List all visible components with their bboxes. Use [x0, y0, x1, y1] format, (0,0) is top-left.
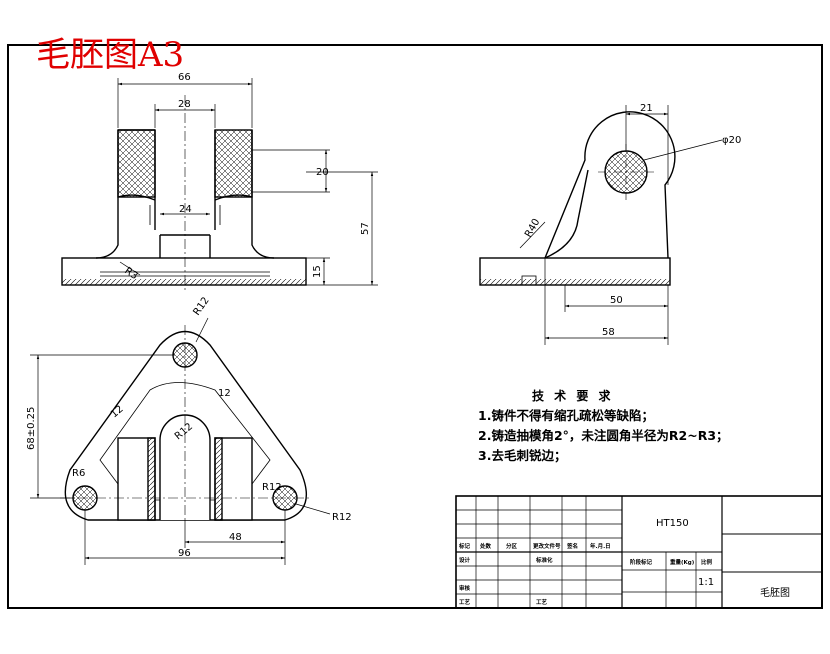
- tb-mark: 标记: [458, 542, 471, 550]
- drawing-frame: [7, 44, 823, 609]
- dim-r6: R6: [72, 468, 85, 479]
- dim-66: 66: [178, 72, 191, 83]
- part-name: 毛胚图: [760, 587, 790, 599]
- top-view: [60, 325, 310, 521]
- material: HT150: [656, 518, 689, 529]
- side-view-dimension-labels: 21 φ20 R40 50 58: [523, 103, 741, 338]
- tb-review: 审核: [459, 584, 471, 592]
- front-view-dimensions: [117, 78, 378, 286]
- tb-standard: 标准化: [535, 556, 553, 564]
- dim-96: 96: [178, 548, 191, 559]
- tb-stage: 阶段标记: [630, 558, 653, 566]
- technical-requirement-3: 3.去毛刺锐边；: [478, 448, 567, 463]
- dim-21: 21: [640, 103, 653, 114]
- dim-phi20: φ20: [722, 135, 741, 146]
- top-view-dimension-labels: R12 68±0.25 12 12 R12 R6 R12 R12 48 96: [26, 295, 352, 559]
- dim-12-left: 12: [109, 404, 126, 421]
- dim-r12-right: R12: [262, 482, 282, 493]
- technical-requirements-heading: 技 术 要 求: [532, 389, 614, 403]
- scale: 1:1: [698, 577, 714, 588]
- dim-57: 57: [360, 222, 371, 235]
- technical-requirement-2: 2.铸造抽模角2°，未注圆角半径为R2~R3；: [478, 428, 729, 443]
- front-view: [61, 95, 307, 290]
- tb-process: 工艺: [459, 598, 471, 606]
- title-block: [455, 495, 823, 609]
- dim-r12-top: R12: [191, 295, 211, 317]
- technical-requirements: 技 术 要 求 1.铸件不得有缩孔疏松等缺陷； 2.铸造抽模角2°，未注圆角半径…: [478, 386, 729, 466]
- dim-24: 24: [179, 204, 192, 215]
- dim-15: 15: [312, 265, 323, 278]
- dim-28: 28: [178, 99, 191, 110]
- technical-requirement-1: 1.铸件不得有缩孔疏松等缺陷；: [478, 408, 654, 423]
- watermark-title: 毛胚图A3: [36, 35, 185, 75]
- dim-20: 20: [316, 167, 329, 178]
- tb-zone: 分区: [506, 542, 518, 550]
- tb-design: 设计: [459, 556, 471, 564]
- side-view: [479, 111, 676, 286]
- dim-58: 58: [602, 327, 615, 338]
- dim-r40: R40: [523, 217, 542, 240]
- dim-68: 68±0.25: [26, 407, 37, 450]
- tb-sign: 签名: [566, 542, 578, 550]
- tb-weight: 重量(Kg): [670, 558, 695, 566]
- top-view-dimensions: [30, 317, 331, 565]
- tb-date: 年.月.日: [590, 542, 611, 550]
- tb-scale-label: 比例: [701, 558, 713, 566]
- front-view-dimension-labels: 66 28 24 20 57 15 R3: [122, 72, 371, 282]
- tb-count: 处数: [479, 542, 492, 550]
- title-block-labels: 标记 处数 分区 更改文件号 签名 年.月.日 设计 标准化 审核 工艺 工艺 …: [458, 542, 713, 606]
- tb-change-doc: 更改文件号: [533, 542, 561, 550]
- dim-48: 48: [229, 532, 242, 543]
- title-block-values: HT150 1:1 毛胚图: [656, 518, 790, 599]
- dim-12-right: 12: [218, 388, 231, 399]
- dim-r12-outer: R12: [332, 512, 352, 523]
- tb-approve: 工艺: [536, 598, 548, 606]
- side-view-dimensions: [519, 105, 723, 345]
- dim-50: 50: [610, 295, 623, 306]
